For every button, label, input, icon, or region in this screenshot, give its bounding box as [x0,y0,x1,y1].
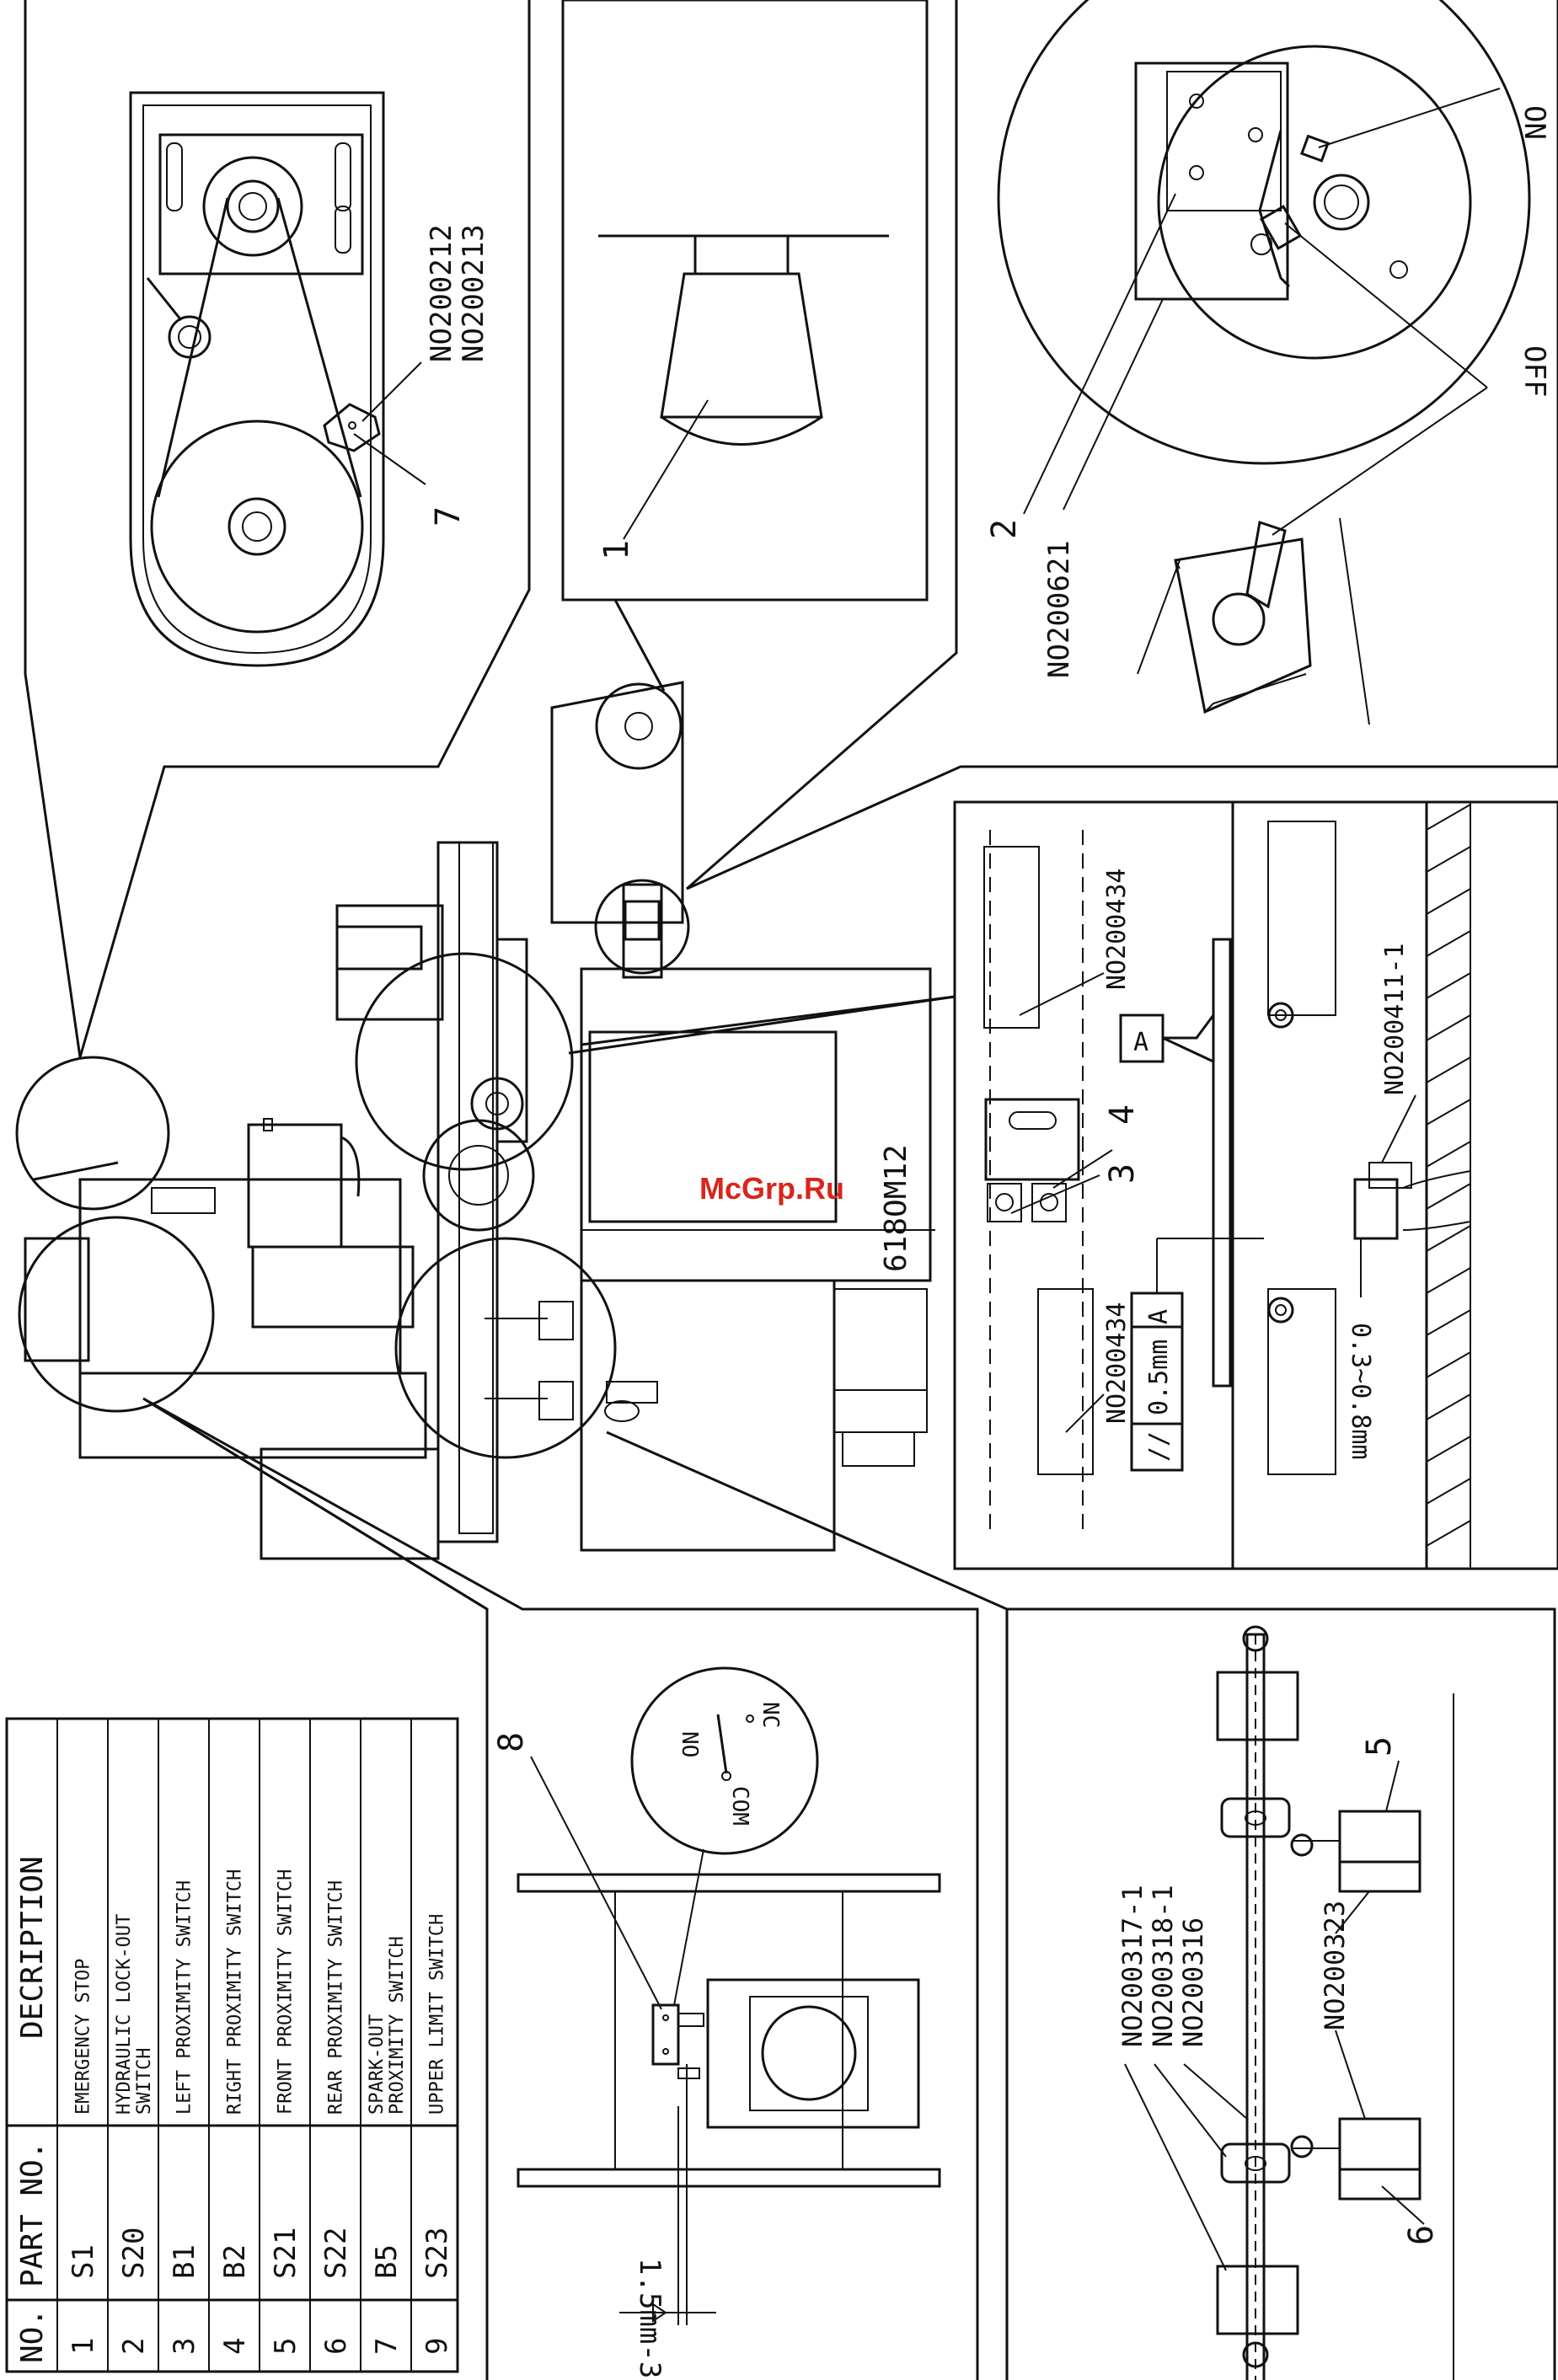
table-part-right: NO200411-1 [1380,943,1410,1095]
emergency-stop-panel: 1 [561,0,929,692]
spindle-limit-panel: NO NC COM 8 1.5mm-3mm [142,1397,979,2380]
callout-7: 7 [429,506,468,527]
row-1-part-no: S1 [67,2244,100,2279]
row-9-part-no: S23 [420,2228,454,2279]
callout-3: 3 [1103,1163,1142,1184]
row-4-no: 4 [218,2338,252,2355]
svg-text:NO200212: NO200212 [425,224,458,362]
row-6-no: 6 [319,2338,353,2355]
table-proximity-panel: NO200434 NO200434 4 3 A A 0.5mm // [568,800,1558,1570]
row-5-no: 5 [269,2338,302,2355]
hatched-rail [1426,804,1471,1547]
row-7-part-no: B5 [370,2244,404,2279]
watermark: McGrp.Ru [699,1171,844,1206]
belt-detail-panel: NO200212 NO200213 7 [24,0,531,1058]
row-7-no: 7 [370,2338,404,2355]
gap-value: 0.3~0.8mm [1346,1323,1375,1460]
callout-5: 5 [1360,1736,1399,1757]
row-9-no: 9 [420,2338,454,2355]
datum-a-bottom: A [1144,1309,1174,1324]
nc-terminal: NC [758,1702,783,1728]
row-1-no: 1 [67,2338,100,2355]
row-2-no: 2 [117,2338,151,2355]
row-2-description: HYDRAULIC LOCK-OUT [114,1914,135,2115]
callout-6: 6 [1402,2225,1441,2245]
belt-part-numbers: NO200212 NO200213 [425,224,490,362]
row-6-part-no: S22 [319,2228,353,2279]
com-terminal: COM [727,1786,752,1826]
table-part-bottom: NO200434 [1102,1302,1132,1425]
row-3-description: LEFT PROXIMITY SWITCH [174,1880,195,2115]
crossfeed-panel: 5 6 NO200317-1 NO200318-1 NO200316 NO200… [606,1431,1556,2380]
callout-4: 4 [1103,1104,1142,1125]
svg-text:NO200318-1: NO200318-1 [1147,1885,1179,2047]
row-7-description: SPARK-OUT [367,2014,388,2115]
callout-2: 2 [985,519,1024,539]
row-6-description: REAR PROXIMITY SWITCH [326,1880,347,2115]
row-7-description-2: PROXIMITY SWITCH [387,1936,408,2115]
hydraulic-part-number: NO200621 [1042,540,1076,678]
machine-model: 618OM12 [879,1144,913,1272]
tolerance-value: 0.5mm [1144,1340,1174,1415]
svg-text:NO200317-1: NO200317-1 [1116,1885,1148,2047]
row-3-part-no: B1 [168,2244,201,2279]
off-label: OFF [1518,345,1551,397]
crossfeed-part-numbers: NO200317-1 NO200318-1 NO200316 [1116,1885,1209,2047]
header-part-no: PART NO. [15,2142,50,2287]
row-2-description-2: SWITCH [134,2048,155,2115]
row-3-no: 3 [168,2338,201,2355]
datum-a-top: A [1133,1028,1148,1057]
row-5-description: FRONT PROXIMITY SWITCH [276,1869,297,2115]
header-no: NO. [15,2308,50,2363]
row-5-part-no: S21 [269,2228,302,2279]
hydraulic-lockout-panel: ON OFF 2 NO200621 [686,0,1558,890]
machine-drawing: 618OM12 [15,681,956,1560]
on-label: ON [1518,105,1551,140]
callout-8: 8 [492,1732,531,1752]
no-terminal: NO [677,1731,702,1757]
table-part-top: NO200434 [1102,869,1132,991]
row-9-description: UPPER LIMIT SWITCH [427,1914,448,2115]
row-4-part-no: B2 [218,2244,252,2279]
svg-text:NO200316: NO200316 [1177,1917,1209,2047]
row-2-part-no: S20 [117,2228,151,2279]
spindle-gap: 1.5mm-3mm [633,2258,667,2380]
header-description: DECRIPTION [15,1856,50,2039]
svg-text:NO200213: NO200213 [457,224,490,362]
row-4-description: RIGHT PROXIMITY SWITCH [225,1869,246,2115]
parts-table: NO. PART NO. DECRIPTION 1 S1 EMERGENCY STO… [5,1717,459,2373]
row-1-description: EMERGENCY STOP [73,1959,94,2115]
callout-1: 1 [597,540,636,560]
parallel-symbol: // [1144,1431,1174,1462]
